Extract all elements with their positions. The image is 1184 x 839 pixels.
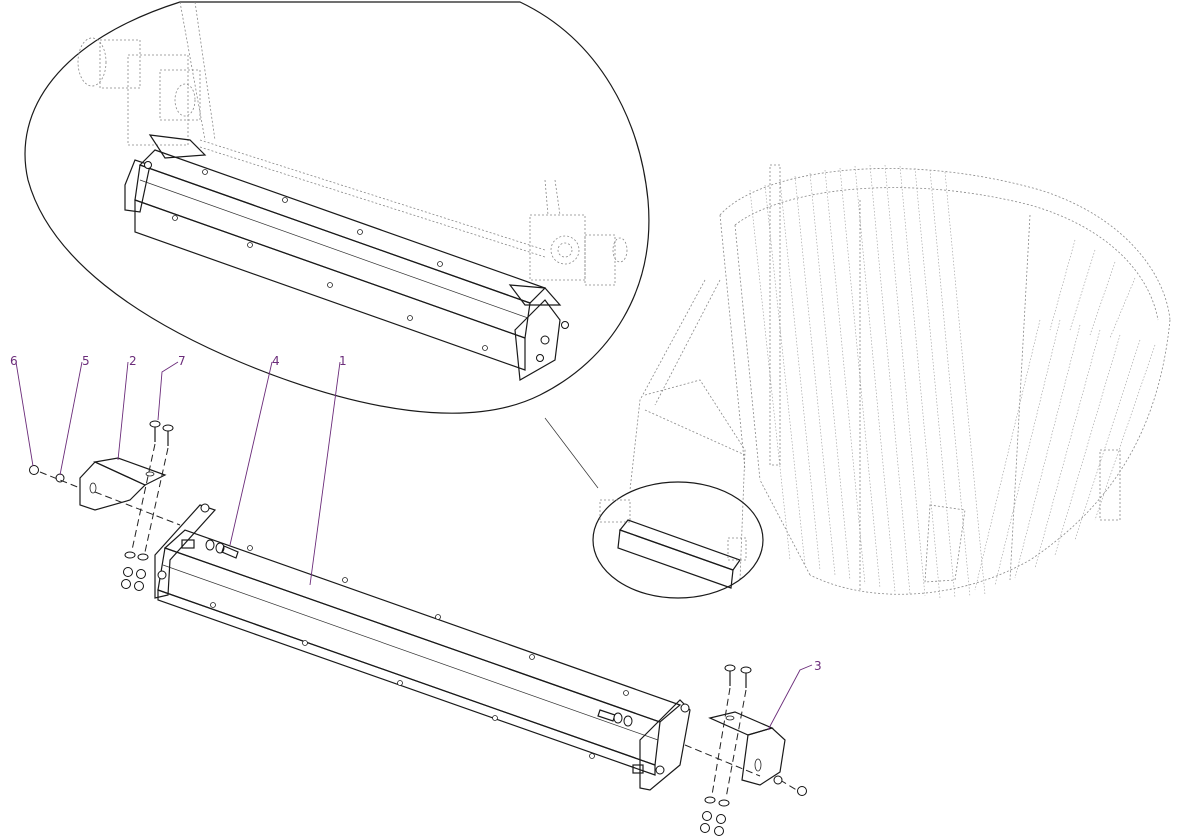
callout-6: 6 — [10, 354, 18, 368]
detail-reference-bubble — [592, 481, 764, 599]
hopper-ghost — [629, 164, 1171, 599]
callout-4: 4 — [272, 354, 280, 368]
hardware-left — [29, 420, 239, 591]
hardware-right — [597, 664, 807, 836]
callout-3: 3 — [814, 659, 822, 673]
channel-part-1 — [154, 503, 691, 791]
detail-shaft-ghost — [199, 139, 546, 251]
detail-leader-line — [544, 417, 599, 489]
callout-2: 2 — [129, 354, 137, 368]
callout-7: 7 — [178, 354, 186, 368]
detail-view — [24, 1, 650, 489]
hex-bolt-part-4 — [205, 539, 239, 559]
bracket-part-3 — [708, 711, 786, 786]
callout-5: 5 — [82, 354, 90, 368]
callouts: 6 5 2 7 4 1 3 — [10, 354, 822, 731]
detail-motor-ghost — [77, 1, 216, 146]
carriage-bolt-part-7 — [149, 420, 174, 446]
bracket-part-2 — [79, 457, 167, 511]
detail-bubble-outline — [24, 1, 650, 414]
callout-1: 1 — [339, 354, 347, 368]
detail-bearing-ghost — [529, 179, 628, 286]
detail-channel — [124, 134, 569, 381]
hex-nut-part-6 — [29, 465, 39, 475]
hopper-hatching — [749, 164, 1156, 599]
